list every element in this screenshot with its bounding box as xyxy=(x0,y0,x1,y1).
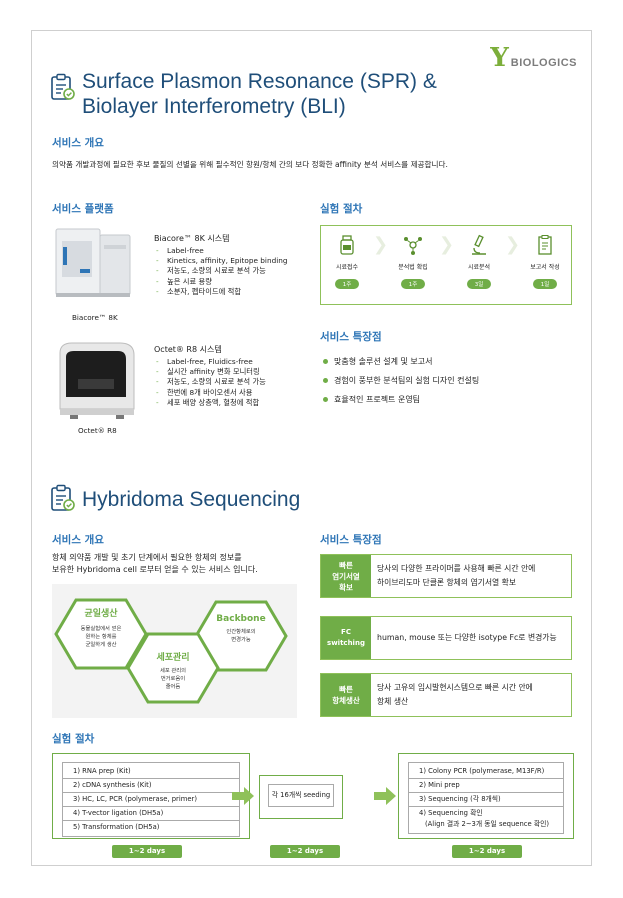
molecule-icon xyxy=(404,237,422,255)
duration-badge: 1~2 days xyxy=(270,845,340,858)
hybridoma-benefits-diagram: 균일생산 동물실험에서 얻은 원하는 항체를 균일하게 생산 Backbone … xyxy=(52,584,297,718)
arrow-right-icon xyxy=(374,787,396,809)
report-icon xyxy=(538,235,552,255)
octet-bullet-list: Label-free, Fluidics-free 실시간 affinity 변… xyxy=(154,357,266,408)
biacore-instrument-image xyxy=(50,225,140,305)
list-item: 경험이 풍부한 분석팀의 실험 디자인 컨설팅 xyxy=(322,371,479,390)
list-item: 한번에 8개 바이오센서 사용 xyxy=(154,388,266,398)
list-item: Kinetics, affinity, Epitope binding xyxy=(154,256,288,266)
duration-badge: 1~2 days xyxy=(452,845,522,858)
procedure-step: 보고서 작성 1일 xyxy=(519,234,571,290)
workflow-step-cloning: 1) RNA prep (Kit) 2) cDNA synthesis (Kit… xyxy=(52,753,250,839)
list-item: 효율적인 프로젝트 운영팀 xyxy=(322,390,479,409)
spr-procedure-heading: 실험 절차 xyxy=(320,203,363,215)
list-item: Label-free, Fluidics-free xyxy=(154,357,266,367)
list-item: 세포 배양 상층액, 혈청에 적합 xyxy=(154,398,266,408)
spr-feature-list: 맞춤형 솔루션 설계 및 보고서 경험이 풍부한 분석팀의 실험 디자인 컨설팅… xyxy=(322,352,479,409)
biacore-caption: Biacore™ 8K xyxy=(72,313,118,322)
procedure-step: 시료분석 3일 xyxy=(453,234,505,290)
logo-mark: Y xyxy=(490,43,509,73)
list-item: 맞춤형 솔루션 설계 및 보고서 xyxy=(322,352,479,371)
hybridoma-title: Hybridoma Sequencing xyxy=(82,488,301,511)
spr-procedure-box: 시료접수 1주 ❯ 분석법 확립 1주 ❯ 시료분석 3일 ❯ 보고서 작성 1… xyxy=(320,225,572,305)
hex-uniform-production: 균일생산 동물실험에서 얻은 원하는 항체를 균일하게 생산 xyxy=(80,609,122,648)
hybridoma-overview-heading: 서비스 개요 xyxy=(52,534,104,546)
biacore-title: Biacore™ 8K 시스템 xyxy=(154,234,230,243)
feature-fc-switching: FC switching human, mouse 또는 다양한 isotype… xyxy=(320,616,572,660)
spr-overview-heading: 서비스 개요 xyxy=(52,137,104,149)
duration-badge: 1~2 days xyxy=(112,845,182,858)
workflow-step-sequencing: 1) Colony PCR (polymerase, M13F/R) 2) Mi… xyxy=(398,753,574,839)
spr-title: Surface Plasmon Resonance (SPR) & Biolay… xyxy=(82,70,437,118)
feature-fast-antibody-production: 빠른 항체생산 당사 고유의 임시발현시스템으로 빠른 시간 안에 항체 생산 xyxy=(320,673,572,717)
procedure-step: 분석법 확립 1주 xyxy=(387,234,439,290)
clipboard-icon xyxy=(50,484,76,518)
hybridoma-overview-text: 항체 의약품 개발 및 초기 단계에서 필요한 항체의 정보를 보유한 Hybr… xyxy=(52,553,258,574)
workflow-step-seeding: 각 16개씩 seeding xyxy=(259,775,343,819)
octet-instrument-image xyxy=(50,339,142,429)
procedure-step: 시료접수 1주 xyxy=(321,234,373,290)
hybridoma-procedure-heading: 실험 절차 xyxy=(52,733,95,745)
list-item: 저농도, 소량의 시료로 분석 가능 xyxy=(154,266,288,276)
feature-fast-sequencing: 빠른 염기서열 확보 당사의 다양한 프라이머를 사용해 빠른 시간 안에 하이… xyxy=(320,554,572,598)
logo-text: BIOLOGICS xyxy=(510,57,577,69)
sample-bottle-icon xyxy=(340,235,354,255)
hybridoma-features-heading: 서비스 특장점 xyxy=(320,534,382,546)
chevron-right-icon: ❯ xyxy=(505,234,521,255)
biacore-bullet-list: Label-free Kinetics, affinity, Epitope b… xyxy=(154,246,288,297)
list-item: 소분자, 펩타이드에 적합 xyxy=(154,287,288,297)
hex-cell-management: 세포관리 세포 관리의 번거로움이 줄어듬 xyxy=(156,653,190,690)
arrow-right-icon xyxy=(232,787,254,809)
spr-overview-text: 의약품 개발과정에 필요한 후보 물질의 선별을 위해 필수적인 항원/항체 간… xyxy=(52,160,448,169)
microscope-icon xyxy=(472,234,486,255)
list-item: 높은 시료 용량 xyxy=(154,277,288,287)
datasheet-page: Y BIOLOGICS Surface Plasmon Resonance (S… xyxy=(31,30,592,866)
list-item: 실시간 affinity 변화 모니터링 xyxy=(154,367,266,377)
list-item: Label-free xyxy=(154,246,288,256)
chevron-right-icon: ❯ xyxy=(439,234,455,255)
list-item: 저농도, 소량의 시료로 분석 가능 xyxy=(154,377,266,387)
octet-title: Octet® R8 시스템 xyxy=(154,345,222,354)
clipboard-icon xyxy=(50,73,76,107)
biologics-logo: Y BIOLOGICS xyxy=(490,43,577,73)
chevron-right-icon: ❯ xyxy=(373,234,389,255)
spr-features-heading: 서비스 특장점 xyxy=(320,331,382,343)
spr-platform-heading: 서비스 플랫폼 xyxy=(52,203,114,215)
hex-backbone: Backbone 인간항체로의 변경가능 xyxy=(216,614,266,643)
octet-caption: Octet® R8 xyxy=(78,426,117,435)
